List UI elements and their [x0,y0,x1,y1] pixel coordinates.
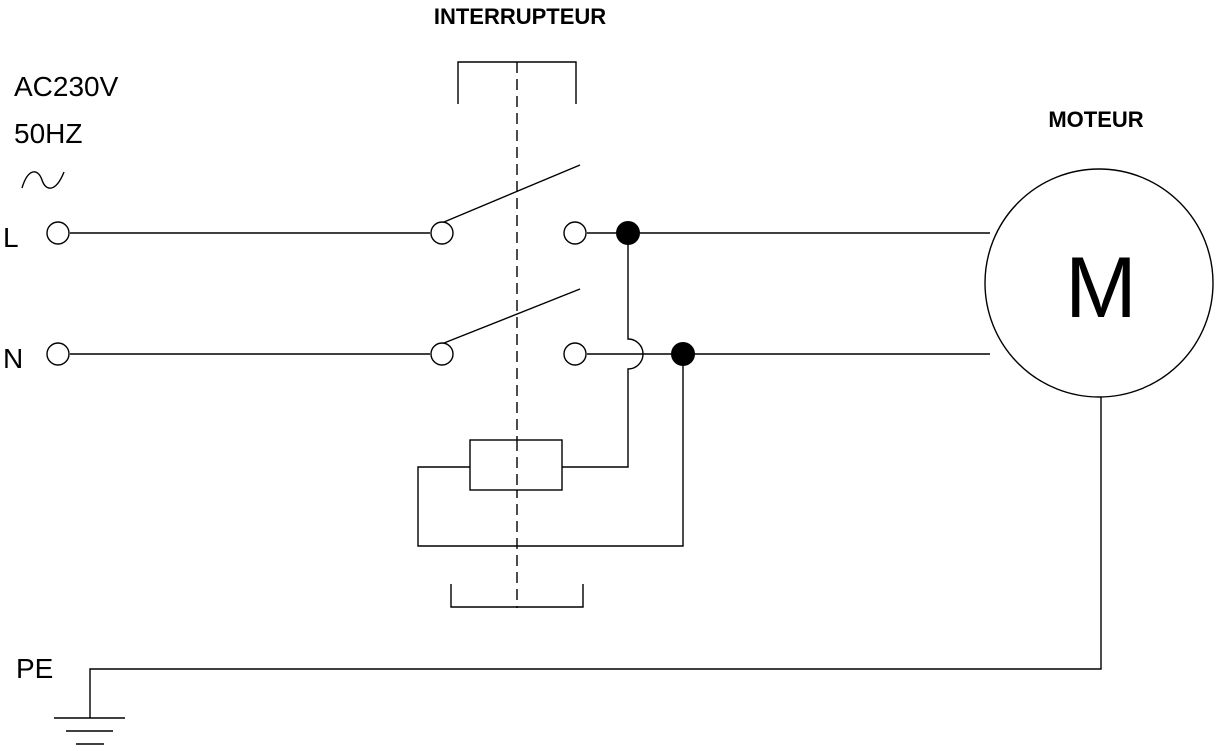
junction-dot-icon [671,342,695,366]
terminal-line-input [46,221,70,245]
switch-contact-icon [430,221,454,245]
coil-return-wire-neutral [417,354,684,547]
motor-label: MOTEUR [1048,107,1143,132]
supply-frequency-label: 50HZ [14,118,82,149]
coil-feed-wire-line [562,233,644,468]
earth-label: PE [16,653,53,684]
switch-contact-icon [563,342,587,366]
switch-title: INTERRUPTEUR [434,4,606,29]
ground-icon [54,717,125,745]
neutral-label: N [3,343,23,374]
junction-dot-icon [616,221,640,245]
earth-wire [89,397,1102,718]
terminal-neutral-input [46,342,70,366]
coil-icon [469,439,563,491]
motor-symbol: M [1065,240,1137,336]
motor-icon [984,168,1214,398]
switch-blade-neutral [443,288,581,344]
switch-housing [450,61,584,608]
supply-voltage-label: AC230V [14,71,119,102]
line-label: L [3,222,19,253]
switch-contact-icon [563,221,587,245]
switch-contact-icon [430,342,454,366]
ac-wave-icon [21,171,65,189]
switch-blade-line [443,164,581,223]
